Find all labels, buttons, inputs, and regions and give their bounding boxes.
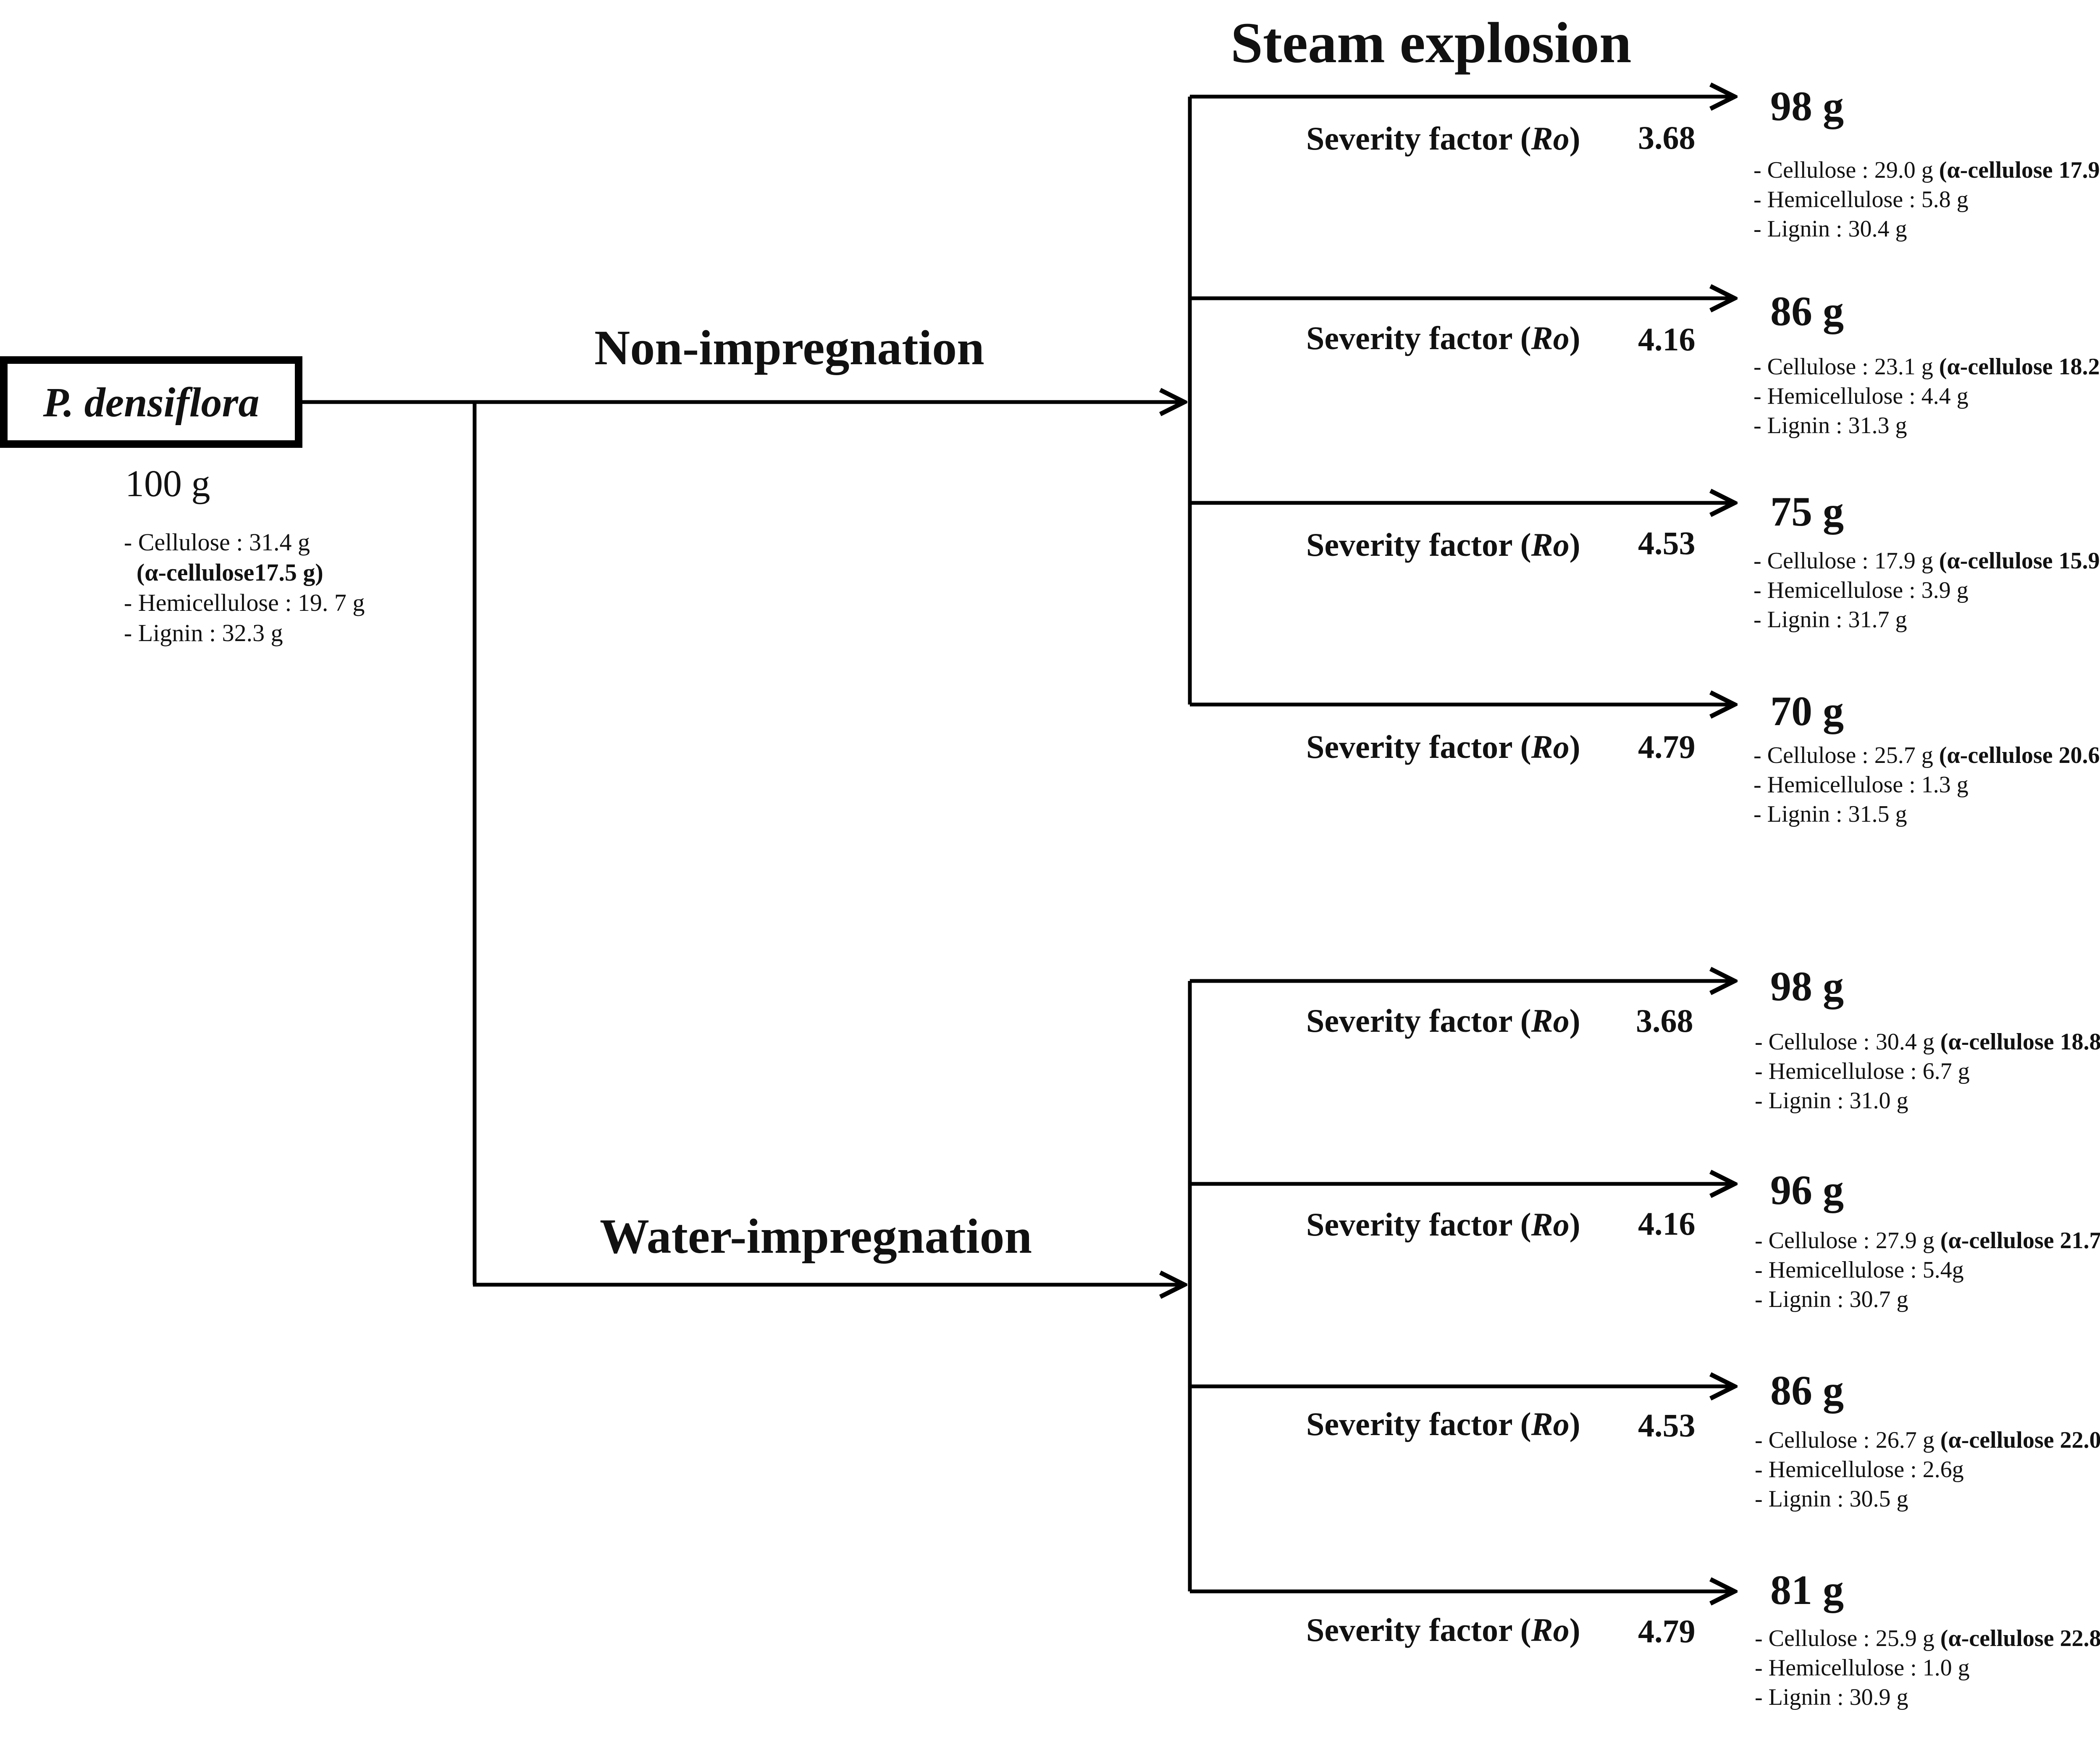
output-cellulose: - Cellulose : 25.9 g (α-cellulose 22.8 g… (1755, 1625, 2100, 1651)
output-composition: - Cellulose : 17.9 g (α-cellulose 15.9 g… (1754, 546, 2100, 634)
severity-factor-label: Severity factor (Ro) (1306, 1206, 1580, 1243)
output-lignin: - Lignin : 30.5 g (1755, 1486, 1908, 1512)
output-composition: - Cellulose : 25.9 g (α-cellulose 22.8 g… (1755, 1624, 2100, 1712)
output-mass: 98 g (1770, 963, 1844, 1010)
severity-factor-label: Severity factor (Ro) (1306, 1406, 1580, 1442)
diagram-title: Steam explosion (1231, 11, 1632, 75)
severity-factor-value: 4.16 (1638, 1205, 1696, 1242)
severity-factor-label: Severity factor (Ro) (1306, 526, 1580, 563)
output-composition: - Cellulose : 26.7 g (α-cellulose 22.0 g… (1755, 1425, 2100, 1514)
output-lignin: - Lignin : 31.0 g (1755, 1088, 1908, 1114)
severity-factor-value: 4.53 (1638, 1407, 1696, 1444)
output-lignin: - Lignin : 30.7 g (1755, 1286, 1908, 1312)
output-cellulose: - Cellulose : 27.9 g (α-cellulose 21.7 g… (1755, 1228, 2100, 1254)
output-mass: 86 g (1770, 288, 1844, 334)
severity-factor-value: 3.68 (1636, 1002, 1693, 1039)
output-composition: - Cellulose : 30.4 g (α-cellulose 18.8g)… (1755, 1027, 2100, 1115)
output-composition: - Cellulose : 29.0 g (α-cellulose 17.9 g… (1754, 155, 2100, 244)
output-composition: - Cellulose : 23.1 g (α-cellulose 18.2 g… (1754, 352, 2100, 440)
branch-label: Non-impregnation (594, 320, 984, 375)
source-alpha-cellulose: (α-cellulose17.5 g) (136, 559, 323, 586)
output-lignin: - Lignin : 31.5 g (1754, 801, 1907, 827)
severity-factor-value: 4.79 (1638, 728, 1696, 765)
output-hemicellulose: - Hemicellulose : 5.8 g (1754, 187, 1969, 213)
output-mass: 81 g (1770, 1567, 1844, 1613)
output-composition: - Cellulose : 25.7 g (α-cellulose 20.6 g… (1754, 741, 2100, 829)
output-mass: 70 g (1770, 688, 1844, 734)
output-hemicellulose: - Hemicellulose : 5.4g (1755, 1257, 1964, 1283)
output-composition: - Cellulose : 27.9 g (α-cellulose 21.7 g… (1755, 1226, 2100, 1314)
output-lignin: - Lignin : 31.3 g (1754, 413, 1907, 439)
output-cellulose: - Cellulose : 23.1 g (α-cellulose 18.2 g… (1754, 354, 2100, 380)
output-cellulose: - Cellulose : 30.4 g (α-cellulose 18.8g) (1755, 1029, 2100, 1055)
source-mass: 100 g (125, 463, 210, 505)
output-hemicellulose: - Hemicellulose : 1.3 g (1754, 772, 1969, 798)
severity-factor-label: Severity factor (Ro) (1306, 320, 1580, 356)
severity-factor-label: Severity factor (Ro) (1306, 728, 1580, 765)
output-hemicellulose: - Hemicellulose : 2.6g (1755, 1457, 1964, 1483)
output-cellulose: - Cellulose : 29.0 g (α-cellulose 17.9 g… (1754, 157, 2100, 183)
source-hemicellulose: - Hemicellulose : 19. 7 g (124, 589, 365, 616)
source-box: P. densiflora (0, 356, 302, 448)
severity-factor-label: Severity factor (Ro) (1306, 1612, 1580, 1648)
source-lignin: - Lignin : 32.3 g (124, 619, 283, 647)
output-cellulose: - Cellulose : 17.9 g (α-cellulose 15.9 g… (1754, 548, 2100, 574)
output-lignin: - Lignin : 30.4 g (1754, 216, 1907, 242)
output-mass: 86 g (1770, 1367, 1844, 1414)
severity-factor-label: Severity factor (Ro) (1306, 120, 1580, 157)
severity-factor-value: 4.53 (1638, 525, 1696, 561)
output-cellulose: - Cellulose : 25.7 g (α-cellulose 20.6 g… (1754, 742, 2100, 768)
source-name: P. densiflora (43, 379, 260, 426)
output-lignin: - Lignin : 31.7 g (1754, 607, 1907, 633)
output-mass: 96 g (1770, 1167, 1844, 1213)
source-cellulose: - Cellulose : 31.4 g (124, 528, 310, 556)
output-lignin: - Lignin : 30.9 g (1755, 1684, 1908, 1710)
severity-factor-value: 3.68 (1638, 119, 1696, 156)
output-hemicellulose: - Hemicellulose : 6.7 g (1755, 1058, 1970, 1084)
output-hemicellulose: - Hemicellulose : 1.0 g (1755, 1655, 1970, 1681)
output-mass: 98 g (1770, 83, 1844, 129)
severity-factor-value: 4.16 (1638, 321, 1696, 358)
output-cellulose: - Cellulose : 26.7 g (α-cellulose 22.0 g… (1755, 1427, 2100, 1453)
output-mass: 75 g (1770, 488, 1844, 535)
source-composition: - Cellulose : 31.4 g (α-cellulose17.5 g)… (124, 527, 365, 648)
output-hemicellulose: - Hemicellulose : 4.4 g (1754, 383, 1969, 409)
branch-label: Water-impregnation (600, 1209, 1032, 1264)
severity-factor-value: 4.79 (1638, 1613, 1696, 1649)
output-hemicellulose: - Hemicellulose : 3.9 g (1754, 577, 1969, 603)
severity-factor-label: Severity factor (Ro) (1306, 1002, 1580, 1039)
